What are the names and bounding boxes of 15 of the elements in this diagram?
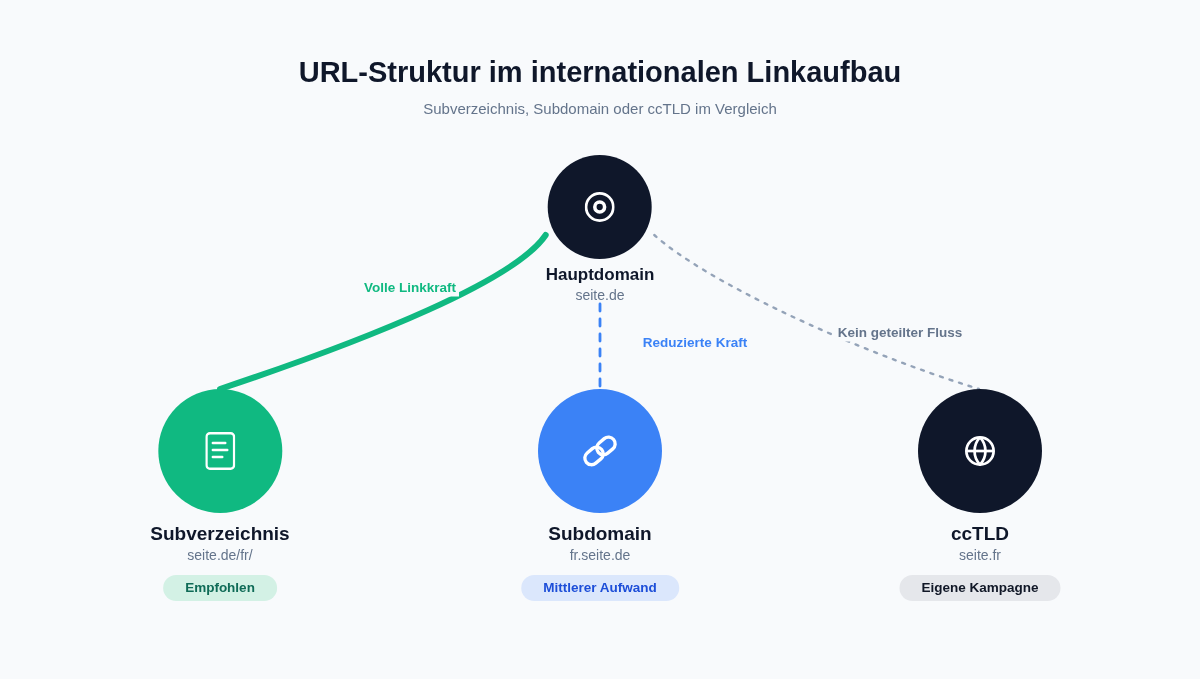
diagram-title: URL-Struktur im internationalen Linkaufbau: [298, 55, 902, 90]
url-text: seite.fr: [959, 546, 1001, 564]
node-title: Hauptdomain: [545, 264, 655, 285]
node-title: ccTLD: [950, 522, 1010, 545]
node-title: Subverzeichnis: [150, 522, 290, 545]
dashed-connector: [653, 233, 981, 391]
url-text: fr.seite.de: [569, 546, 631, 564]
status-badge: Eigene Kampagne: [899, 575, 1061, 601]
status-badge: Mittlerer Aufwand: [521, 575, 679, 601]
url-text: seite.de/fr/: [187, 546, 253, 564]
status-badge: Empfohlen: [163, 575, 277, 601]
node-title: Subdomain: [548, 522, 652, 545]
url-text: seite.de: [575, 286, 625, 304]
thick-connector: [217, 232, 549, 392]
diagram-subtitle: Subverzeichnis, Subdomain oder ccTLD im Vergleich: [423, 98, 777, 118]
